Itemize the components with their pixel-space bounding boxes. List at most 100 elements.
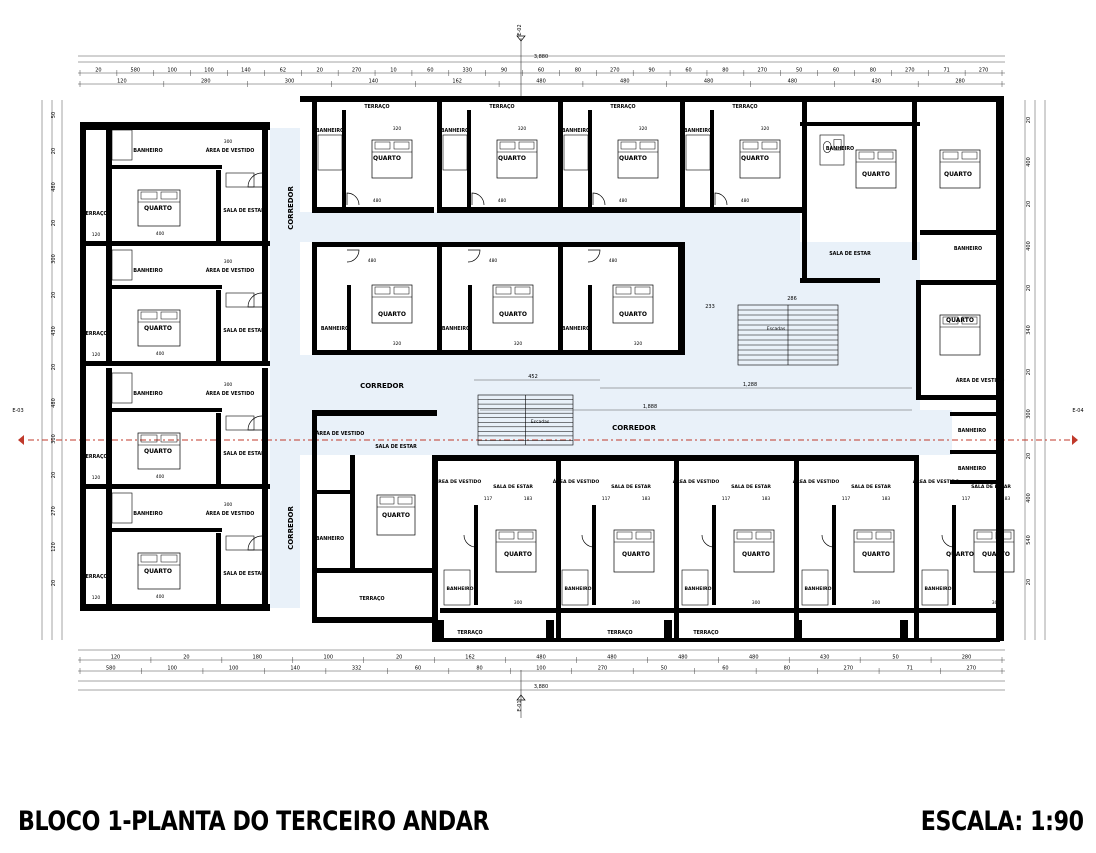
label-sala-estar: SALA DE ESTAR — [223, 328, 265, 334]
wall — [216, 290, 221, 363]
wall — [920, 230, 1000, 235]
bed — [855, 149, 897, 189]
pillow — [499, 141, 516, 150]
wall — [262, 368, 268, 486]
dim-top-1: 50 — [796, 68, 802, 74]
dim-bottom-2: 270 — [844, 666, 854, 672]
dim-left: 20 — [51, 472, 57, 478]
wall — [312, 207, 434, 213]
label-quarto: QUARTO — [144, 325, 172, 332]
dim-bottom-2: 50 — [661, 666, 667, 672]
door-swing — [346, 192, 360, 206]
door-swing — [247, 292, 263, 308]
label-quarto: QUARTO — [862, 551, 890, 558]
dim-top-2: 480 — [620, 79, 630, 85]
wall — [106, 368, 112, 486]
marker-e04: E-04 — [1072, 408, 1083, 414]
label-sala-estar: SALA DE ESTAR — [829, 251, 871, 257]
wall — [916, 280, 996, 285]
label-banheiro: BANHEIRO — [446, 586, 473, 592]
dim-interior: 183 — [642, 496, 651, 502]
label-banheiro: BANHEIRO — [958, 428, 986, 434]
dim-interior: 480 — [373, 198, 382, 204]
dim-left: 20 — [51, 364, 57, 370]
wall — [916, 395, 996, 400]
dim-interior: 117 — [484, 496, 493, 502]
dim-top-1: 90 — [501, 68, 507, 74]
corridor-area — [800, 282, 920, 362]
marker-e02: E-02 — [517, 24, 523, 35]
bathroom-outline — [681, 569, 709, 606]
dim-right: 20 — [1026, 369, 1032, 375]
wall — [106, 245, 112, 363]
wall — [437, 100, 442, 212]
label-sala-estar: SALA DE ESTAR — [223, 451, 265, 457]
dim-top-2: 120 — [117, 79, 127, 85]
label-quarto: QUARTO — [619, 311, 647, 318]
dim-right: 20 — [1026, 453, 1032, 459]
dim-right: 300 — [1026, 409, 1032, 419]
dim-286: 286 — [787, 296, 797, 302]
wall — [440, 608, 558, 613]
dim-interior: 183 — [524, 496, 533, 502]
wall — [832, 505, 836, 605]
pillow — [639, 141, 656, 150]
wall — [558, 207, 680, 213]
label-quarto: QUARTO — [144, 448, 172, 455]
pillow — [379, 496, 395, 505]
wall — [80, 122, 270, 130]
pillow — [742, 141, 759, 150]
label-banheiro: BANHEIRO — [954, 246, 982, 252]
wall — [312, 100, 317, 212]
pillow — [875, 531, 892, 540]
label-terraco: TERRAÇO — [82, 454, 107, 460]
label-quarto: QUARTO — [373, 155, 401, 162]
wall — [794, 455, 799, 640]
pillow — [140, 311, 158, 320]
wall — [112, 165, 222, 169]
label-quarto: QUARTO — [144, 568, 172, 575]
bathroom-outline — [111, 372, 133, 404]
wall — [312, 410, 437, 416]
wall — [588, 110, 592, 210]
wall — [800, 122, 920, 126]
dim-right: 20 — [1026, 201, 1032, 207]
dim-bottom-2: 580 — [106, 666, 116, 672]
dim-top-2: 280 — [201, 79, 211, 85]
dim-bottom-1: 280 — [962, 655, 972, 661]
dim-top-1: 71 — [943, 68, 949, 74]
label-corredor: CORREDOR — [360, 382, 404, 390]
section-arrow — [18, 435, 24, 445]
wall — [950, 450, 996, 454]
label-sala-estar: SALA DE ESTAR — [971, 484, 1011, 490]
fixtures — [137, 134, 1015, 590]
door-swing — [467, 249, 481, 263]
label-banheiro: BANHEIRO — [562, 128, 590, 134]
label-banheiro: BANHEIRO — [442, 326, 470, 332]
label-corredor: CORREDOR — [612, 424, 656, 432]
dim-bottom-2: 71 — [907, 666, 913, 672]
dim-top-1: 90 — [648, 68, 654, 74]
bathroom-outline — [111, 129, 133, 161]
pillow — [393, 286, 410, 295]
dim-right: 540 — [1026, 535, 1032, 545]
wall — [312, 242, 317, 354]
label-quarto: QUARTO — [946, 317, 974, 324]
door-swing — [714, 192, 728, 206]
dim-233: 233 — [705, 304, 715, 310]
dim-overall-bottom: 3,880 — [534, 684, 548, 690]
dim-bottom-1: 50 — [892, 655, 898, 661]
dim-interior: 400 — [156, 594, 165, 600]
wall — [216, 533, 221, 606]
pillow — [514, 286, 531, 295]
label-banheiro: BANHEIRO — [133, 148, 162, 154]
dim-bottom-2: 270 — [598, 666, 608, 672]
label-banheiro: BANHEIRO — [684, 128, 712, 134]
wall — [106, 488, 112, 606]
label-terraco: TERRAÇO — [364, 104, 389, 110]
door-swing — [581, 534, 595, 548]
label-area-vestido: ÁREA DE VESTIDO — [435, 478, 482, 485]
wall — [312, 617, 436, 623]
dim-interior: 120 — [92, 595, 101, 601]
